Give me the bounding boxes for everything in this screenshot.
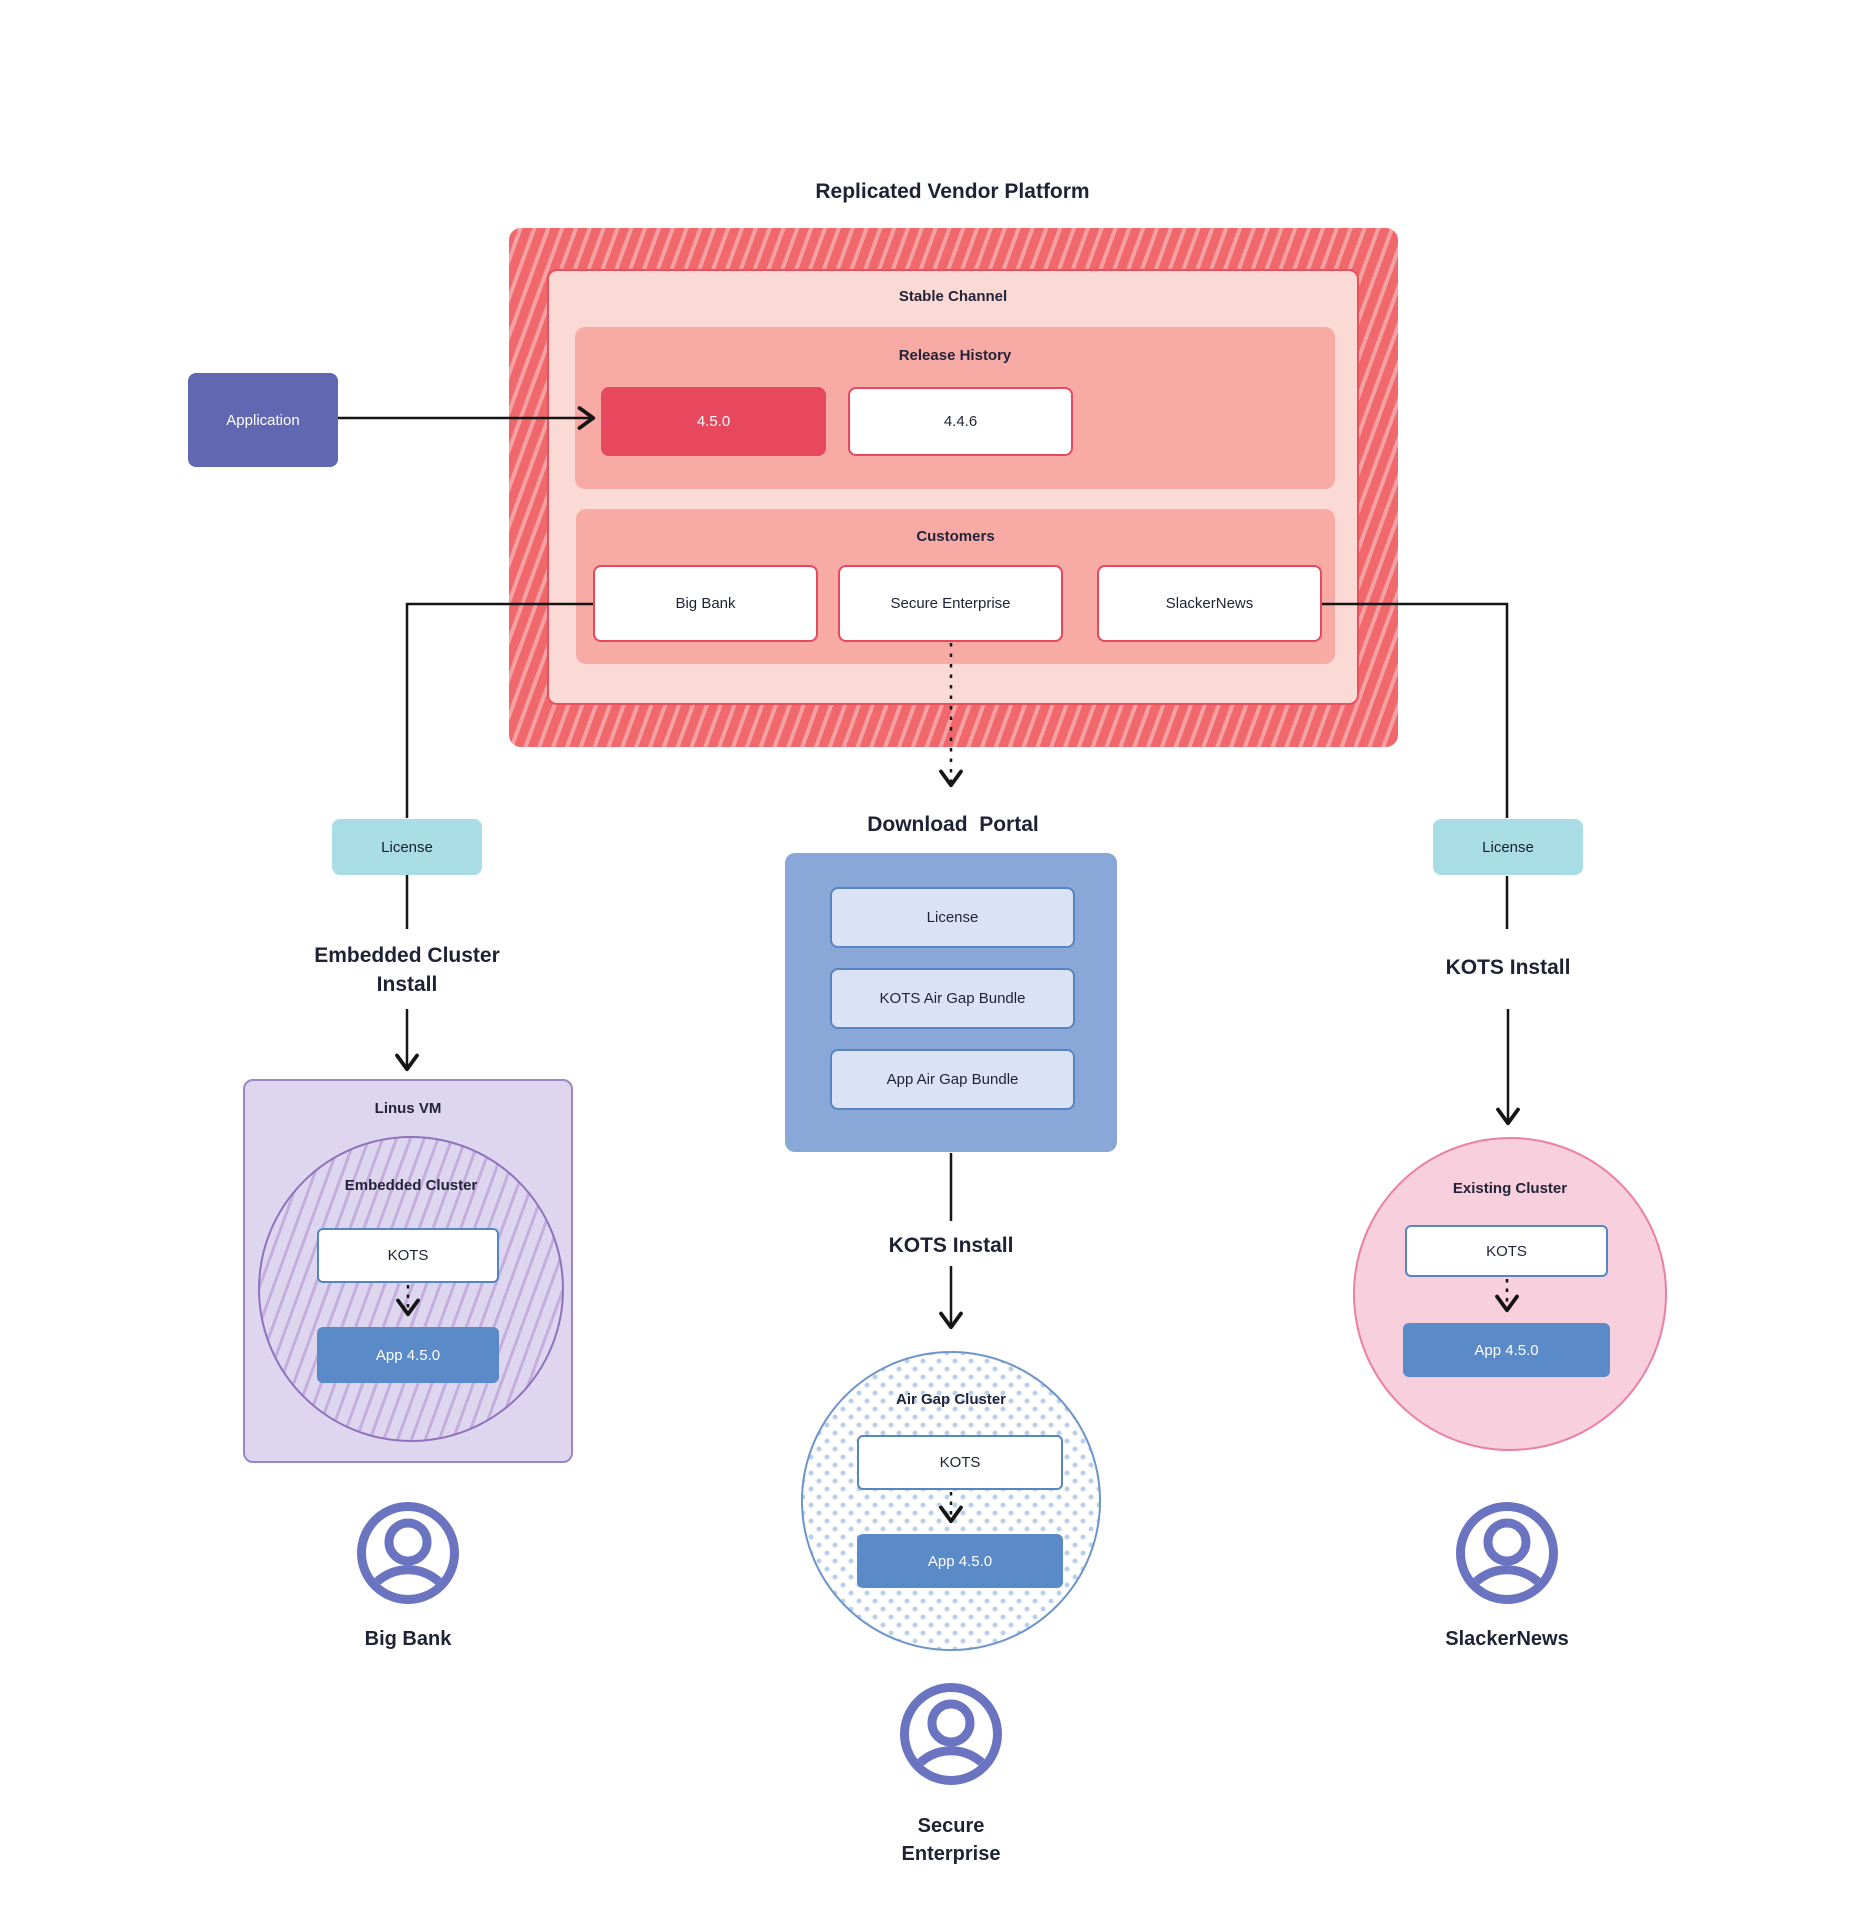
customer-slackernews: SlackerNews bbox=[1097, 565, 1322, 642]
app-box-existing: App 4.5.0 bbox=[1403, 1323, 1610, 1377]
persona-big-bank-label: Big Bank bbox=[364, 1628, 452, 1650]
portal-item-app-airgap-bundle: App Air Gap Bundle bbox=[830, 1049, 1075, 1110]
embedded-cluster-install-label: Embedded Cluster Install bbox=[314, 944, 500, 996]
kots-box-airgap: KOTS bbox=[857, 1435, 1063, 1490]
embedded-cluster-label: Embedded Cluster bbox=[344, 1177, 478, 1194]
kots-box-embedded: KOTS bbox=[317, 1228, 499, 1283]
person-icon bbox=[899, 1682, 1003, 1786]
customers-label: Customers bbox=[916, 528, 995, 545]
persona-secure-enterprise-label: Secure Enterprise bbox=[901, 1815, 1001, 1865]
kots-install-label-right: KOTS Install bbox=[1445, 956, 1571, 979]
kots-box-existing: KOTS bbox=[1405, 1225, 1608, 1277]
release-4-5-0: 4.5.0 bbox=[601, 387, 826, 456]
app-box-airgap: App 4.5.0 bbox=[857, 1534, 1063, 1588]
existing-cluster-label: Existing Cluster bbox=[1452, 1180, 1568, 1197]
existing-cluster-circle bbox=[1353, 1137, 1667, 1451]
persona-slackernews-label: SlackerNews bbox=[1445, 1628, 1569, 1650]
application-box: Application bbox=[188, 373, 338, 467]
air-gap-cluster-label: Air Gap Cluster bbox=[895, 1391, 1007, 1408]
release-history-label: Release History bbox=[898, 347, 1012, 364]
linus-vm-label: Linus VM bbox=[374, 1100, 442, 1117]
embedded-cluster-circle bbox=[258, 1136, 564, 1442]
download-portal-label: Download Portal bbox=[867, 813, 1039, 836]
license-chip-right: License bbox=[1433, 819, 1583, 875]
app-box-embedded: App 4.5.0 bbox=[317, 1327, 499, 1383]
diagram-title: Replicated Vendor Platform bbox=[815, 180, 1090, 203]
customer-big-bank: Big Bank bbox=[593, 565, 818, 642]
stable-channel-label: Stable Channel bbox=[898, 288, 1008, 305]
person-icon bbox=[1455, 1501, 1559, 1605]
portal-item-kots-airgap-bundle: KOTS Air Gap Bundle bbox=[830, 968, 1075, 1029]
license-chip-left: License bbox=[332, 819, 482, 875]
customer-secure-enterprise: Secure Enterprise bbox=[838, 565, 1063, 642]
kots-install-label-center: KOTS Install bbox=[888, 1234, 1014, 1257]
person-icon bbox=[356, 1501, 460, 1605]
release-4-4-6: 4.4.6 bbox=[848, 387, 1073, 456]
portal-item-license: License bbox=[830, 887, 1075, 948]
